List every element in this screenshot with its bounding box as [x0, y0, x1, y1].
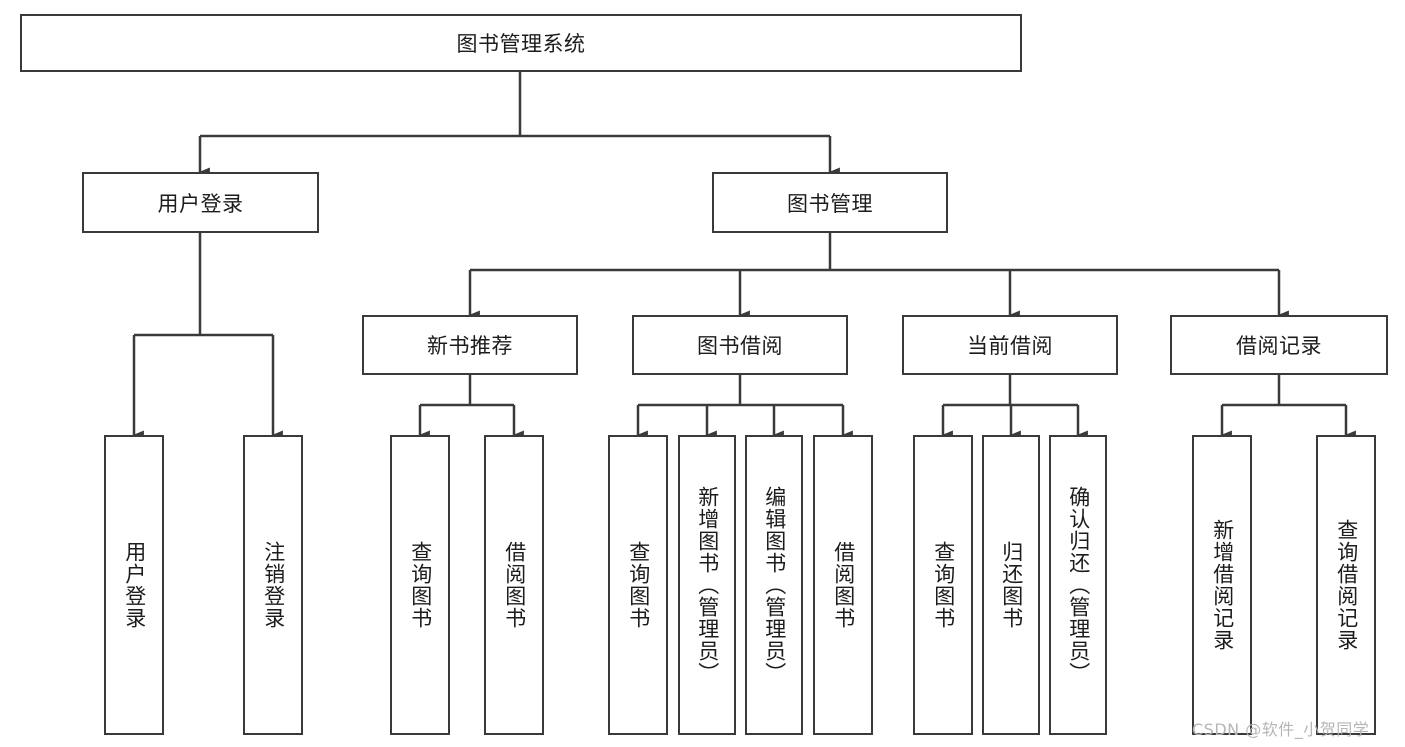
node-label-leaf-add-book-admin: 新增图书（管理员）	[695, 486, 720, 684]
node-current-borrow[interactable]: 当前借阅	[902, 315, 1118, 375]
node-leaf-query-book-borrow[interactable]: 查询图书	[608, 435, 668, 735]
node-leaf-borrow-book-recommend[interactable]: 借阅图书	[484, 435, 544, 735]
node-label-current-borrow: 当前借阅	[967, 334, 1053, 358]
node-label-book-borrow: 图书借阅	[697, 334, 783, 358]
node-label-leaf-query-book-recommend: 查询图书	[408, 541, 433, 629]
node-new-book-recommend[interactable]: 新书推荐	[362, 315, 578, 375]
node-leaf-user-login[interactable]: 用户登录	[104, 435, 164, 735]
node-label-leaf-edit-book-admin: 编辑图书（管理员）	[762, 486, 787, 684]
node-label-leaf-add-borrow-record: 新增借阅记录	[1210, 519, 1235, 651]
node-root[interactable]: 图书管理系统	[20, 14, 1022, 72]
node-borrow-record[interactable]: 借阅记录	[1170, 315, 1388, 375]
node-label-leaf-borrow-book-recommend: 借阅图书	[502, 541, 527, 629]
node-label-new-book-recommend: 新书推荐	[427, 334, 513, 358]
node-book-management[interactable]: 图书管理	[712, 172, 948, 233]
node-user-login[interactable]: 用户登录	[82, 172, 319, 233]
node-label-leaf-user-login: 用户登录	[122, 541, 147, 629]
node-leaf-logout-login[interactable]: 注销登录	[243, 435, 303, 735]
node-leaf-confirm-return-admin[interactable]: 确认归还（管理员）	[1049, 435, 1107, 735]
node-label-leaf-logout-login: 注销登录	[261, 541, 286, 629]
node-leaf-add-borrow-record[interactable]: 新增借阅记录	[1192, 435, 1252, 735]
node-leaf-edit-book-admin[interactable]: 编辑图书（管理员）	[745, 435, 803, 735]
node-label-root: 图书管理系统	[456, 32, 586, 56]
node-leaf-query-book-recommend[interactable]: 查询图书	[390, 435, 450, 735]
node-label-leaf-borrow-book-borrow: 借阅图书	[831, 541, 856, 629]
node-leaf-query-borrow-record[interactable]: 查询借阅记录	[1316, 435, 1376, 735]
node-leaf-query-book-current[interactable]: 查询图书	[913, 435, 973, 735]
node-label-borrow-record: 借阅记录	[1236, 334, 1322, 358]
node-label-leaf-query-book-borrow: 查询图书	[626, 541, 651, 629]
node-label-leaf-query-borrow-record: 查询借阅记录	[1334, 519, 1359, 651]
node-leaf-borrow-book-borrow[interactable]: 借阅图书	[813, 435, 873, 735]
node-label-leaf-return-book: 归还图书	[999, 541, 1024, 629]
watermark-label: CSDN @软件_小贺同学	[1192, 720, 1370, 739]
node-leaf-return-book[interactable]: 归还图书	[982, 435, 1040, 735]
node-label-user-login: 用户登录	[157, 191, 244, 216]
node-leaf-add-book-admin[interactable]: 新增图书（管理员）	[678, 435, 736, 735]
node-label-book-management: 图书管理	[787, 191, 873, 216]
node-label-leaf-confirm-return-admin: 确认归还（管理员）	[1066, 486, 1091, 684]
node-book-borrow[interactable]: 图书借阅	[632, 315, 848, 375]
node-label-leaf-query-book-current: 查询图书	[931, 541, 956, 629]
